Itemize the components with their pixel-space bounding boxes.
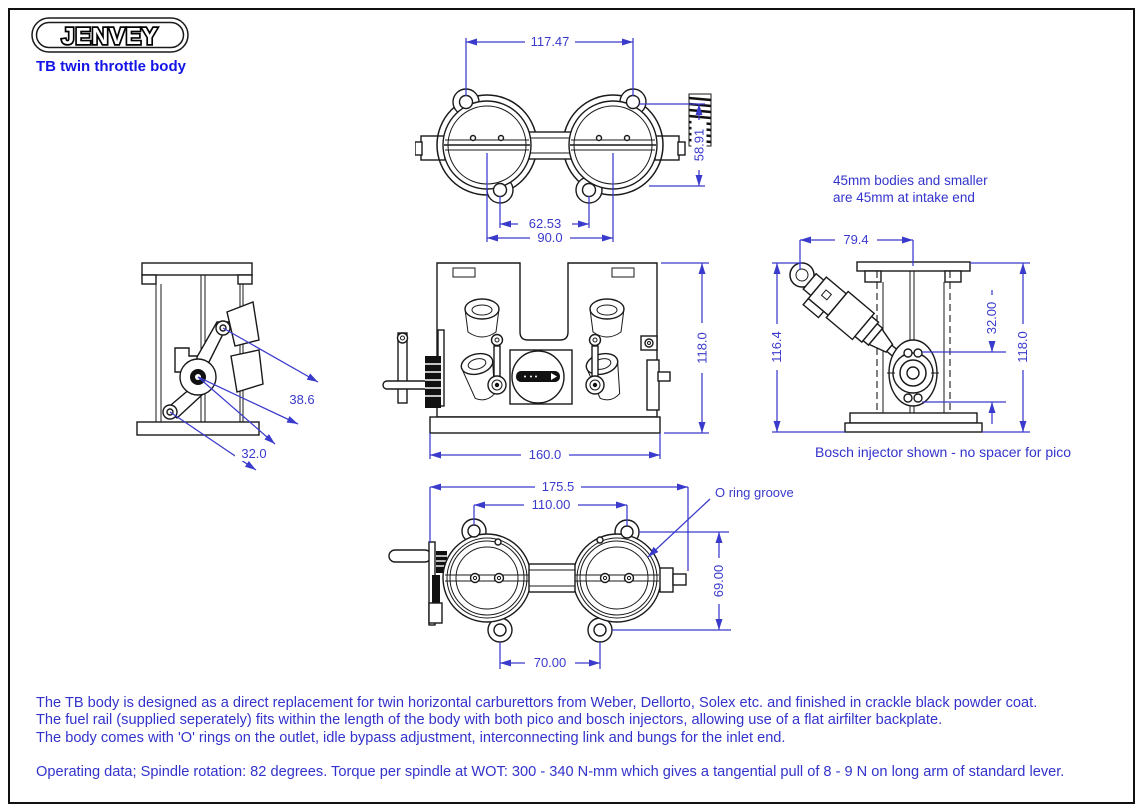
dim-62-53: 62.53 — [529, 216, 562, 231]
dim-110-00: 110.00 — [532, 497, 571, 512]
outlet-view: 175.5 110.00 O ring groove 69.00 70.00 — [388, 479, 794, 670]
logo-text: JENVEY — [62, 23, 159, 49]
plan-dimensions: 117.47 58.91 62.53 90.0 — [465, 34, 707, 245]
operating-data-line: Operating data; Spindle rotation: 82 deg… — [36, 764, 1065, 780]
dim-38-6: 38.6 — [289, 392, 314, 407]
side-dimensions: 38.6 32.0 — [169, 327, 321, 471]
fuel-boss — [887, 339, 939, 407]
oring-groove-label: O ring groove — [715, 485, 794, 500]
front-drawing — [382, 262, 671, 434]
dim-117-47: 117.47 — [531, 34, 570, 49]
front-dimensions: 118.0 160.0 — [429, 262, 710, 462]
side-view: 38.6 32.0 — [136, 262, 321, 471]
plan-view: 117.47 58.91 62.53 90.0 — [415, 34, 712, 245]
dim-58-91: 58.91 — [692, 129, 707, 162]
description-line-1: The TB body is designed as a direct repl… — [36, 695, 1038, 711]
throttle-lever — [382, 329, 445, 408]
dim-90-0: 90.0 — [537, 230, 562, 245]
page-title: TB twin throttle body — [36, 58, 186, 75]
dim-118-front: 118.0 — [695, 332, 710, 364]
injector-drawing — [789, 261, 983, 433]
side-drawing — [136, 262, 264, 436]
description-block: The TB body is designed as a direct repl… — [36, 695, 1037, 747]
dim-160-0: 160.0 — [529, 447, 562, 462]
description-line-2: The fuel rail (supplied seperately) fits… — [36, 712, 943, 729]
intake-note-line1: 45mm bodies and smaller — [833, 173, 988, 188]
plan-drawing — [415, 88, 712, 204]
dim-32-00: 32.00 — [984, 302, 999, 335]
dim-116-4: 116.4 — [769, 331, 784, 363]
injector-view: 79.4 116.4 32.00 118.0 — [769, 232, 1030, 433]
dim-69-00: 69.00 — [711, 565, 726, 598]
trumpet-right — [589, 298, 625, 338]
page-border — [8, 8, 1135, 804]
dim-32-0: 32.0 — [241, 446, 266, 461]
jenvey-logo: JENVEY — [31, 17, 189, 53]
outlet-drawing — [388, 518, 687, 643]
dim-175-5: 175.5 — [542, 479, 575, 494]
injector-dimensions: 79.4 116.4 32.00 118.0 — [769, 232, 1030, 433]
injector-caption: Bosch injector shown - no spacer for pic… — [814, 444, 1071, 460]
trumpet-left — [464, 298, 500, 338]
intake-note-line2: are 45mm at intake end — [833, 190, 975, 205]
description-line-3: The body comes with 'O' rings on the out… — [36, 729, 786, 746]
intake-note: 45mm bodies and smaller are 45mm at inta… — [833, 172, 988, 206]
front-view: 118.0 160.0 — [382, 262, 710, 462]
bosch-injector — [789, 262, 905, 372]
dim-118-injector: 118.0 — [1015, 331, 1030, 363]
dim-70-00: 70.00 — [534, 655, 567, 670]
dim-79-4: 79.4 — [843, 232, 868, 247]
outlet-dimensions: 175.5 110.00 O ring groove 69.00 70.00 — [429, 479, 794, 670]
